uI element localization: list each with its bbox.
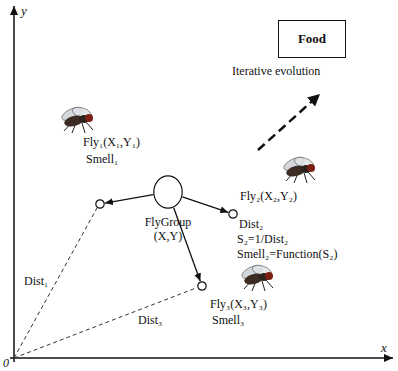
y-axis — [13, 6, 15, 362]
axis-label: x — [381, 341, 387, 355]
distance-label: Dist₃ — [138, 313, 162, 327]
node-label: Dist₂ — [239, 217, 263, 231]
node-label: Smell₂=Function(S₂) — [237, 247, 337, 261]
fly-position-circle: Fly₁(X₁,Y₁)Smell₁ — [95, 199, 105, 209]
node-label: Food — [298, 32, 326, 46]
node-outline — [228, 209, 238, 219]
fly-position-circle: Fly₂(X₂,Y₂)Dist₂S₂=1/Dist₂Smell₂=Functio… — [228, 209, 238, 219]
node-label: FlyGroup (X,Y) — [137, 215, 199, 243]
node-label: Fly₃(X₃,Y₃) — [210, 297, 267, 311]
node-outline — [197, 281, 207, 291]
fly-group-ellipse: FlyGroup (X,Y) — [153, 175, 183, 209]
arrow-connector — [105, 195, 153, 204]
axis-label: y — [21, 4, 27, 18]
node-outline — [95, 199, 105, 209]
node-label: Smell₃ — [212, 313, 244, 327]
x-axis — [10, 357, 393, 359]
node-label: Smell₁ — [86, 152, 118, 166]
origin-label: 0 — [3, 356, 9, 370]
fly-picture — [282, 155, 315, 183]
food-box: Food — [278, 20, 346, 58]
node-label: S₂=1/Dist₂ — [237, 232, 288, 246]
fly-position-circle: Fly₃(X₃,Y₃)Smell₃ — [197, 281, 207, 291]
node-label: Fly₁(X₁,Y₁) — [83, 135, 140, 149]
node-label: Fly₂(X₂,Y₂) — [240, 189, 297, 203]
node-outline — [153, 175, 183, 209]
annotation-label: Iterative evolution — [232, 64, 320, 78]
evolution-arrow — [258, 94, 320, 150]
distance-label: Dist₁ — [24, 274, 48, 288]
fly-picture — [60, 105, 93, 133]
distance-line — [14, 288, 196, 358]
arrow-connector — [182, 197, 228, 213]
fly-picture — [240, 263, 273, 291]
distance-line — [14, 208, 97, 358]
